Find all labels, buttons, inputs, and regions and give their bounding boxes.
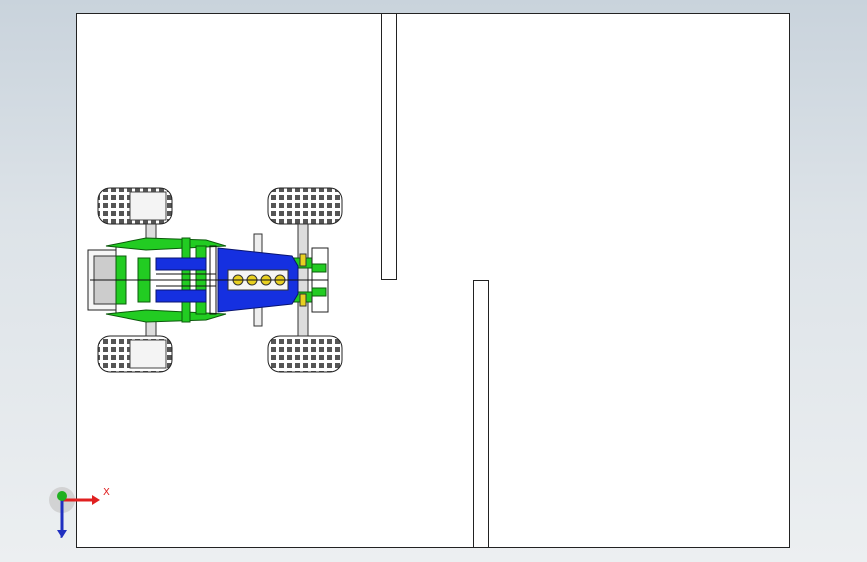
tire-front-right[interactable] <box>267 335 343 373</box>
tire-rear-left[interactable] <box>97 187 173 225</box>
chassis-detail-lines <box>90 245 328 315</box>
front-bumper <box>299 247 329 313</box>
rc-buggy-model[interactable] <box>86 186 348 378</box>
wall-lower[interactable] <box>473 280 489 548</box>
wall-upper[interactable] <box>381 13 397 280</box>
x-axis-label: X <box>103 487 110 498</box>
y-axis-label: Y <box>58 530 65 541</box>
tire-front-left[interactable] <box>267 187 343 225</box>
coordinate-triad <box>49 487 100 538</box>
tire-rear-right[interactable] <box>97 335 173 373</box>
